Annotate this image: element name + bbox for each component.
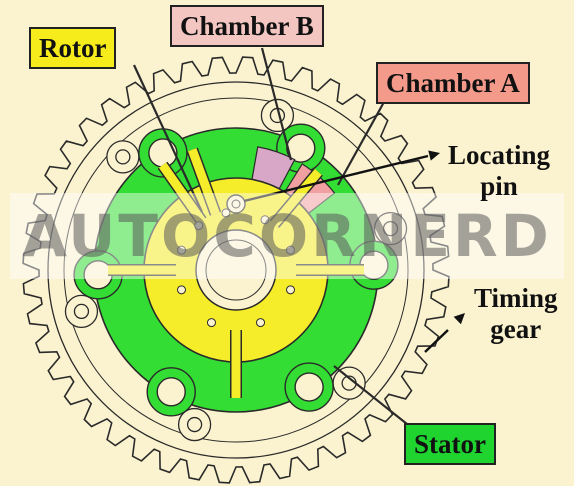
rotor-small-hole-1 [221, 208, 231, 218]
chamber-b-leader-line [260, 47, 293, 161]
rotor-vane-0 [187, 148, 220, 216]
timing-gear-arrow-line [424, 329, 449, 353]
locating-pin-arrowhead [428, 150, 440, 161]
rotor-small-hole-6 [206, 318, 216, 328]
chamber-a-label: Chamber A [376, 62, 530, 104]
rotor-vane-5 [158, 162, 206, 224]
center-bore-inner [205, 239, 267, 301]
chamber-a-leader-line [337, 101, 385, 186]
gear-bolt-lug-2 [332, 366, 366, 400]
gear-bolt-lug-0 [260, 98, 295, 133]
gear-bolt-head-4 [73, 303, 90, 320]
locating-pin-arrow-line [243, 154, 429, 203]
stator-lobe-hole-3 [156, 377, 186, 407]
stator-lobe-hole-2 [294, 372, 324, 402]
timing-gear-teeth [22, 56, 450, 484]
rotor-label: Rotor [29, 27, 117, 69]
stator-leader-line [333, 365, 413, 429]
timing-gear-label-line1: Timing [474, 283, 558, 313]
locating-pin [226, 194, 246, 214]
rotor-small-hole-5 [256, 318, 266, 328]
rotor-leader-line [133, 64, 203, 213]
stator-label: Stator [404, 423, 496, 465]
gear-bolt-head-3 [186, 416, 203, 433]
locating-pin-inner [231, 199, 241, 209]
stator-lobe-hole-0 [286, 133, 316, 163]
timing-gear-web-ring [63, 97, 409, 443]
rotor-small-hole-8 [176, 245, 186, 255]
rotor-vane-1 [271, 169, 322, 227]
watermark: AUTOCORNERD [10, 193, 564, 279]
chamber-b-label: Chamber B [170, 5, 324, 47]
gear-bolt-lug-3 [177, 407, 212, 442]
gear-bolt-head-5 [115, 149, 131, 165]
rotor-small-hole-2 [260, 215, 270, 225]
locating-pin-label-line1: Locating [448, 140, 551, 170]
timing-gear-inner-ring [47, 81, 425, 459]
timing-gear-label: Timing gear [474, 283, 558, 345]
timing-gear-label-line2: gear [490, 314, 542, 345]
gear-bolt-lug-4 [64, 294, 99, 329]
center-bore [195, 229, 277, 311]
rotor-small-hole-3 [286, 245, 296, 255]
rotor-small-hole-7 [176, 285, 186, 295]
locating-pin-label-line2: pin [480, 171, 518, 202]
gear-bolt-lug-1 [373, 211, 408, 246]
rotor-small-hole-4 [286, 285, 296, 295]
locating-pin-label: Locating pin [448, 140, 550, 202]
stator-lobe-hole-5 [148, 138, 178, 168]
gear-bolt-head-1 [382, 220, 399, 237]
rotor-small-hole-0 [194, 221, 204, 231]
timing-gear-arrowhead [453, 313, 465, 325]
gear-bolt-lug-5 [106, 140, 140, 174]
